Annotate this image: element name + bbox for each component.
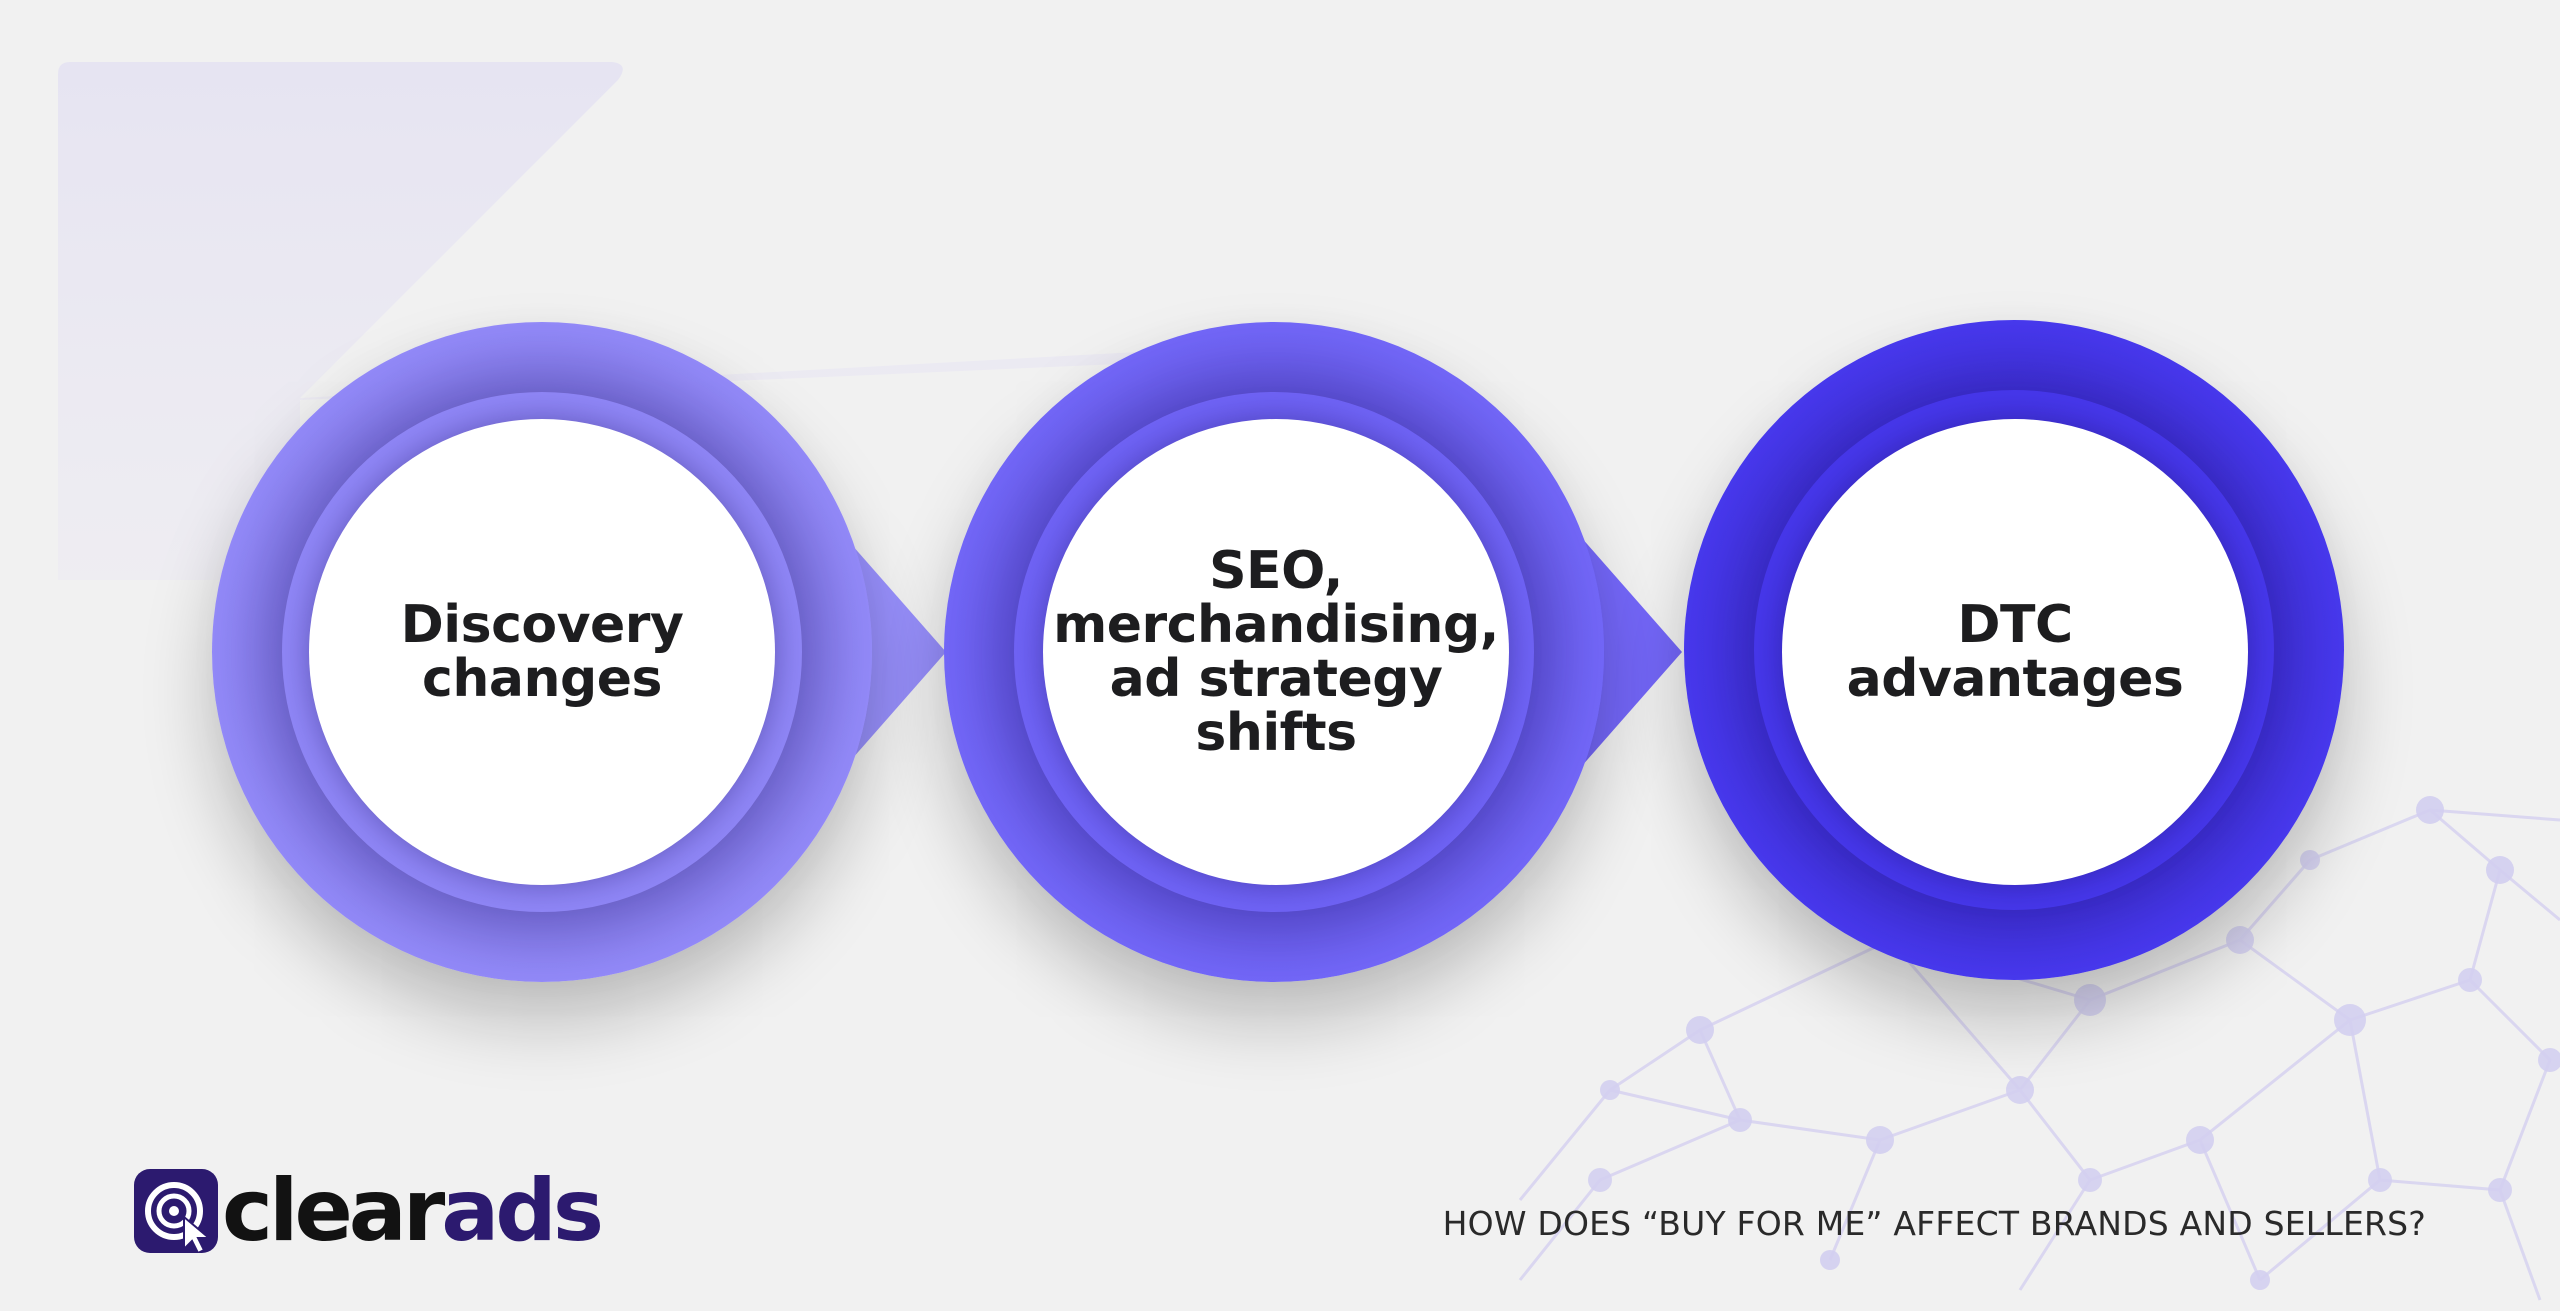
step-label-line: changes bbox=[422, 649, 662, 709]
step-label-line: DTC bbox=[1957, 595, 2073, 655]
step-label-line: shifts bbox=[1195, 703, 1357, 763]
step-label: DTC advantages bbox=[1847, 598, 2184, 706]
step-discovery-changes: Discovery changes bbox=[309, 419, 775, 885]
step-seo-merchandising: SEO, merchandising, ad strategy shifts bbox=[1043, 419, 1509, 885]
brand-word-part1: clear bbox=[222, 1161, 445, 1261]
step-dtc-advantages: DTC advantages bbox=[1782, 419, 2248, 885]
step-label-line: Discovery bbox=[400, 595, 684, 655]
brand-wordmark: clearads bbox=[222, 1166, 604, 1256]
step-label-line: merchandising, bbox=[1053, 595, 1499, 655]
step-label: Discovery changes bbox=[401, 598, 684, 706]
step-label-line: SEO, bbox=[1209, 541, 1343, 601]
slide-footer-title: HOW DOES “BUY FOR ME” AFFECT BRANDS AND … bbox=[1442, 1204, 2426, 1243]
network-globe-decoration bbox=[1518, 796, 2560, 1301]
brand-logo: clearads bbox=[134, 1166, 604, 1256]
step-label-line: advantages bbox=[1846, 649, 2184, 709]
brand-word-part2: ads bbox=[441, 1161, 604, 1261]
step-label-line: ad strategy bbox=[1109, 649, 1443, 709]
target-cursor-icon bbox=[134, 1169, 218, 1255]
step-label: SEO, merchandising, ad strategy shifts bbox=[1053, 544, 1499, 760]
